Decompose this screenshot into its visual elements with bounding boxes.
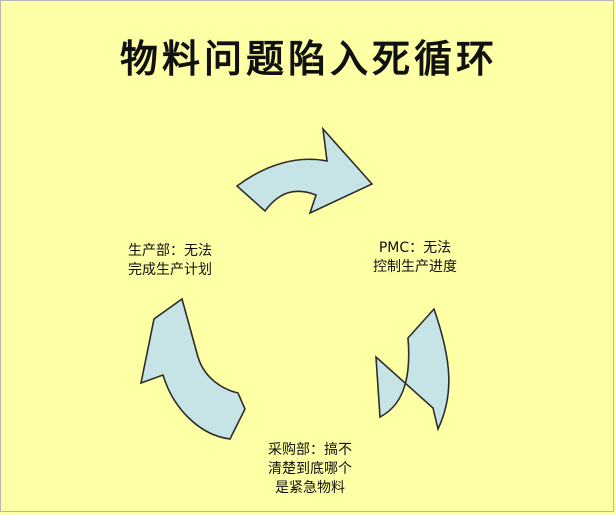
- node-production: 生产部：无法 完成生产计划: [128, 242, 212, 280]
- node-purchasing-line-1: 采购部：搞不: [268, 442, 352, 458]
- diagram-title: 物料问题陷入死循环: [119, 37, 498, 81]
- node-production-line-1: 生产部：无法: [128, 243, 212, 259]
- arrow-pmc-to-purchasing: [375, 307, 450, 432]
- arrow-production-to-pmc: [235, 126, 374, 215]
- node-pmc-line-2: 控制生产进度: [373, 259, 457, 275]
- node-purchasing-line-2: 清楚到底哪个: [268, 461, 352, 477]
- arrow-purchasing-to-production: [139, 297, 246, 440]
- node-pmc: PMC：无法 控制生产进度: [355, 239, 475, 277]
- node-production-line-2: 完成生产计划: [128, 262, 212, 278]
- node-pmc-line-1: PMC：无法: [378, 240, 452, 256]
- node-purchasing: 采购部：搞不 清楚到底哪个 是紧急物料: [237, 441, 383, 498]
- node-purchasing-line-3: 是紧急物料: [275, 480, 345, 496]
